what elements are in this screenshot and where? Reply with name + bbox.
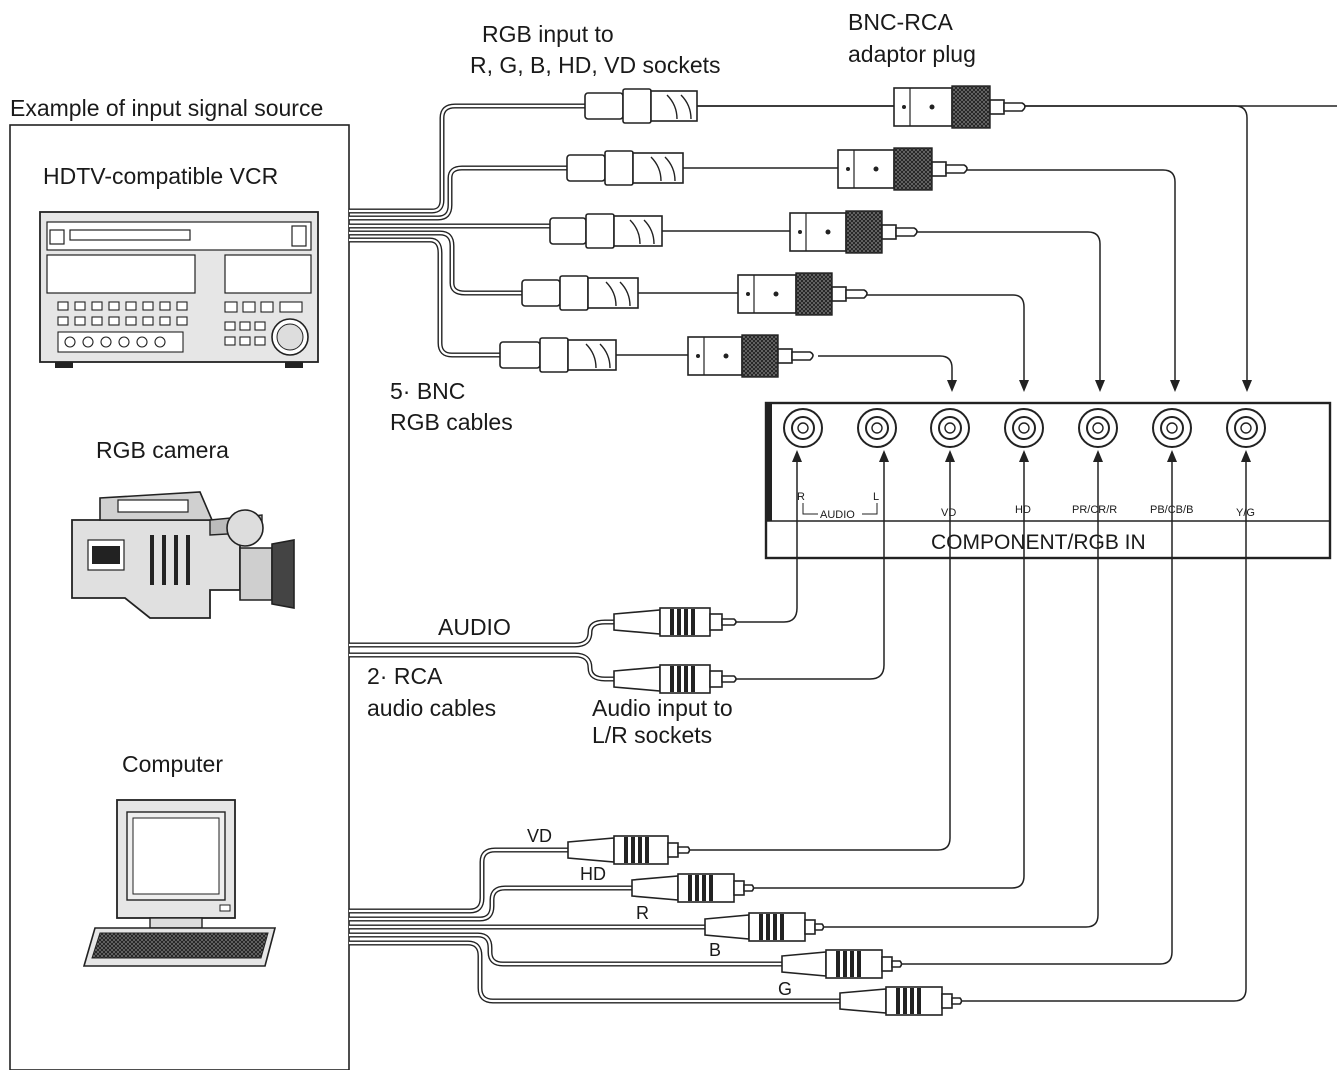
socket-label-pr: PR/CR/R <box>1072 504 1117 516</box>
rca-plug-r <box>704 912 825 942</box>
panel-socket-pr[interactable] <box>1078 408 1118 448</box>
rca-cables-label-line2: audio cables <box>367 695 496 721</box>
rca-audio-plug <box>613 607 737 637</box>
panel-socket-audio-r[interactable] <box>783 408 823 448</box>
panel-socket-hd[interactable] <box>1004 408 1044 448</box>
computer-cable-label-hd: HD <box>580 864 606 884</box>
bnc-cables-label-line1: 5· BNC <box>390 378 465 404</box>
computer-label: Computer <box>122 751 223 777</box>
rca-audio-plug <box>613 664 737 694</box>
bnc-rca-adaptor <box>837 147 968 191</box>
bnc-rca-adaptor <box>789 210 918 254</box>
panel-socket-vd[interactable] <box>930 408 970 448</box>
rca-audio-cables <box>349 619 614 682</box>
computer-cable-label-b: B <box>709 940 721 960</box>
audio-label: AUDIO <box>438 614 511 640</box>
rca-cables-label-line1: 2· RCA <box>367 663 443 689</box>
audio-input-label-line1: Audio input to <box>592 695 733 721</box>
computer-cable-label-g: G <box>778 979 792 999</box>
bnc-plug <box>521 275 639 311</box>
vcr-label: HDTV-compatible VCR <box>43 163 278 189</box>
computer-icon <box>82 799 277 967</box>
bnc-rca-adaptor <box>737 272 868 316</box>
rca-plug-vd <box>567 835 691 865</box>
rgb-input-label-line1: RGB input to <box>482 21 614 47</box>
bnc-plug <box>499 337 617 373</box>
rca-plug-b <box>781 949 903 979</box>
example-source-label: Example of input signal source <box>10 95 323 121</box>
socket-label-audio-group: AUDIO <box>820 509 855 521</box>
computer-cable-label-vd: VD <box>527 826 552 846</box>
socket-label-audio-l: L <box>873 491 879 503</box>
camera-label: RGB camera <box>96 437 229 463</box>
rgb-input-label-line2: R, G, B, HD, VD sockets <box>470 52 721 78</box>
bnc-to-adaptor-lines <box>616 105 894 356</box>
socket-label-hd: HD <box>1015 504 1031 516</box>
panel-socket-audio-l[interactable] <box>857 408 897 448</box>
bnc-rca-label-line1: BNC-RCA <box>848 9 953 35</box>
panel-socket-yg[interactable] <box>1226 408 1266 448</box>
camera-icon <box>71 491 295 619</box>
bnc-cables-label-line2: RGB cables <box>390 409 513 435</box>
bnc-rca-adaptor <box>893 85 1026 129</box>
panel-title: COMPONENT/RGB IN <box>931 531 1146 554</box>
bnc-rca-adaptor <box>687 334 814 378</box>
bnc-plug <box>549 213 663 249</box>
adaptor-to-panel-lines <box>818 105 1248 386</box>
computer-rca-cables <box>349 847 840 1004</box>
bnc-rgb-cables <box>349 103 585 358</box>
panel-socket-pb[interactable] <box>1152 408 1192 448</box>
bnc-rca-label-line2: adaptor plug <box>848 41 976 67</box>
socket-label-audio-r: R <box>797 491 805 503</box>
arrow-heads-up <box>792 450 1251 462</box>
bnc-plug <box>566 150 684 186</box>
computer-cable-label-r: R <box>636 903 649 923</box>
rca-plug-hd <box>631 873 755 903</box>
socket-label-vd: VD <box>941 507 956 519</box>
rca-plug-g <box>839 986 963 1016</box>
arrow-heads-down <box>947 380 1252 392</box>
audio-input-label-line2: L/R sockets <box>592 722 712 748</box>
socket-up-lines <box>690 460 1247 1002</box>
vcr-icon <box>39 211 319 368</box>
